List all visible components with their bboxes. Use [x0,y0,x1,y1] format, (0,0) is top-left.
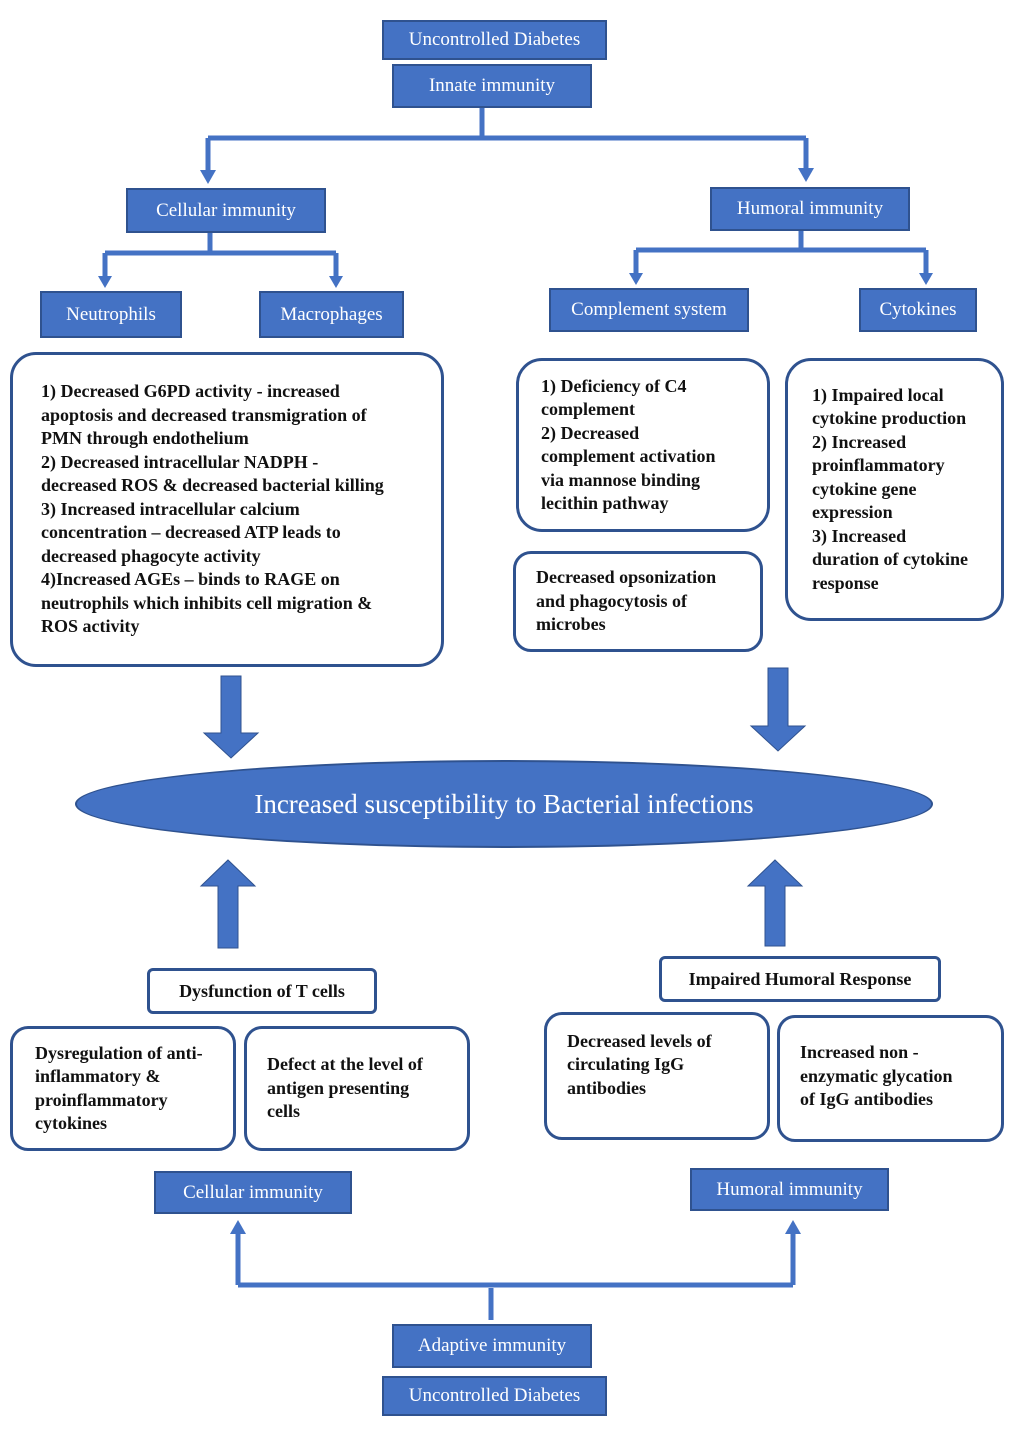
neutrophil-effect-line-8: decreased phagocyte activity [41,545,261,566]
opsonization-box: Decreased opsonization and phagocytosis … [513,551,763,652]
arrowhead-cytokines [919,273,933,285]
neutrophil-effect-line-2: apoptosis and decreased transmigration o… [41,404,367,425]
down-arrow-right [749,667,807,752]
neutrophil-effect-line-1: 1) Decreased G6PD activity - increased [41,381,340,402]
arrowhead-humoral [798,168,814,182]
complement-effects-box: 1) Deficiency of C4 complement 2) Decrea… [516,358,770,532]
cytokine-effect-line-5: cytokine gene [812,478,917,499]
dysregulation-line-4: cytokines [35,1113,107,1133]
apc-defect-line-3: cells [267,1101,300,1122]
arrowhead-cellular [200,170,216,184]
block-arrows [199,667,807,949]
igg-levels-line-1: Decreased levels of [567,1030,712,1051]
uncontrolled-diabetes-top: Uncontrolled Diabetes [382,20,607,60]
dysregulation-line-1: Dysregulation of anti- [35,1042,203,1063]
complement-effect-line-4: complement activation [541,446,716,466]
cytokine-effect-line-6: expression [812,502,893,523]
humoral-immunity-top-label: Humoral immunity [736,198,884,219]
arrowhead-macrophages [329,276,343,288]
cytokine-effect-line-8: duration of cytokine [812,549,969,570]
arrowhead-neutrophils [98,276,112,288]
up-arrow-left [199,859,257,949]
cytokine-effect-line-3: 2) Increased [812,431,907,452]
neutrophil-effects-box: 1) Decreased G6PD activity - increased a… [10,352,444,667]
uncontrolled-diabetes-top-label: Uncontrolled Diabetes [408,29,581,50]
complement-effect-line-6: lecithin pathway [541,493,669,513]
dysregulation-line-3: proinflammatory [35,1089,168,1110]
cytokines-node: Cytokines [859,288,977,332]
t-cell-dysfunction-label-box: Dysfunction of T cells [147,968,377,1014]
apc-defect-box: Defect at the level of antigen presentin… [244,1026,470,1151]
neutrophil-effect-line-7: concentration – decreased ATP leads to [41,522,341,543]
dysregulation-line-2: inflammatory & [35,1066,161,1086]
cellular-immunity-bottom-node: Cellular immunity [154,1171,352,1214]
neutrophil-effect-line-6: 3) Increased intracellular calcium [41,498,300,519]
arrowhead-complement [629,273,643,285]
cytokine-effect-line-2: cytokine production [812,408,967,429]
glycation-box: Increased non - enzymatic glycation of I… [777,1015,1004,1142]
apc-defect-line-2: antigen presenting [267,1077,410,1098]
neutrophil-effect-line-10: neutrophils which inhibits cell migratio… [41,592,373,613]
top-tree-arrowheads [98,168,933,288]
apc-defect-line-1: Defect at the level of [267,1054,423,1075]
cytokine-effects-box: 1) Impaired local cytokine production 2)… [785,358,1004,621]
cytokine-effect-line-1: 1) Impaired local [812,384,944,405]
glycation-line-1: Increased non - [800,1042,919,1063]
cytokine-effect-line-7: 3) Increased [812,525,907,546]
macrophages-node: Macrophages [259,291,404,338]
opsonization-line-2: and phagocytosis of [536,590,688,611]
complement-effect-line-5: via mannose binding [541,469,701,490]
adaptive-immunity-label: Adaptive immunity [417,1335,567,1356]
complement-effect-line-1: 1) Deficiency of C4 [541,375,687,396]
neutrophil-effect-line-5: decreased ROS & decreased bacterial kill… [41,475,384,496]
complement-system-label: Complement system [571,299,727,320]
bottom-tree-arrowheads [230,1220,801,1234]
neutrophil-effect-line-11: ROS activity [41,616,140,637]
outcome-ellipse: Increased susceptibility to Bacterial in… [75,760,933,848]
cellular-immunity-top-label: Cellular immunity [156,199,296,221]
igg-levels-line-2: circulating IgG [567,1054,685,1075]
bottom-tree-lines [235,1232,796,1320]
humoral-immunity-top-node: Humoral immunity [710,187,910,231]
glycation-line-3: of IgG antibodies [800,1089,934,1110]
innate-immunity-node: Innate immunity [392,64,592,108]
cytokine-effect-line-9: response [812,572,879,593]
macrophages-label: Macrophages [280,303,383,325]
down-arrow-left [202,675,260,759]
humoral-response-label-box: Impaired Humoral Response [659,956,941,1002]
neutrophils-node: Neutrophils [40,291,182,338]
cytokines-label: Cytokines [879,299,957,320]
adaptive-immunity-node: Adaptive immunity [392,1324,592,1368]
outcome-label: Increased susceptibility to Bacterial in… [254,788,754,819]
top-tree-lines [102,108,929,278]
humoral-response-label: Impaired Humoral Response [688,968,912,989]
t-cell-dysfunction-label: Dysfunction of T cells [179,980,345,1001]
glycation-line-2: enzymatic glycation [800,1065,953,1086]
opsonization-line-1: Decreased opsonization [536,567,717,588]
opsonization-line-3: microbes [536,614,606,635]
uncontrolled-diabetes-bottom-label: Uncontrolled Diabetes [408,1385,581,1406]
complement-system-node: Complement system [549,288,749,332]
neutrophil-effect-line-9: 4)Increased AGEs – binds to RAGE on [41,569,340,590]
complement-effect-line-3: 2) Decreased [541,422,640,443]
arrowhead-bottom-humoral [785,1220,801,1234]
humoral-immunity-bottom-label: Humoral immunity [716,1178,863,1200]
neutrophil-effect-line-3: PMN through endothelium [41,428,249,449]
arrowhead-bottom-cellular [230,1220,246,1234]
neutrophil-effect-line-4: 2) Decreased intracellular NADPH - [41,451,319,472]
up-arrow-right [746,859,804,947]
uncontrolled-diabetes-bottom: Uncontrolled Diabetes [382,1376,607,1416]
cytokine-effect-line-4: proinflammatory [812,455,945,476]
neutrophils-label: Neutrophils [66,303,156,325]
cellular-immunity-top-node: Cellular immunity [126,188,326,233]
dysregulation-box: Dysregulation of anti- inflammatory & pr… [10,1026,236,1151]
humoral-immunity-bottom-node: Humoral immunity [690,1168,889,1211]
cellular-immunity-bottom-label: Cellular immunity [183,1181,323,1203]
innate-immunity-label: Innate immunity [428,75,556,96]
igg-levels-line-3: antibodies [567,1077,647,1098]
igg-levels-box: Decreased levels of circulating IgG anti… [544,1012,770,1140]
complement-effect-line-2: complement [541,399,635,419]
